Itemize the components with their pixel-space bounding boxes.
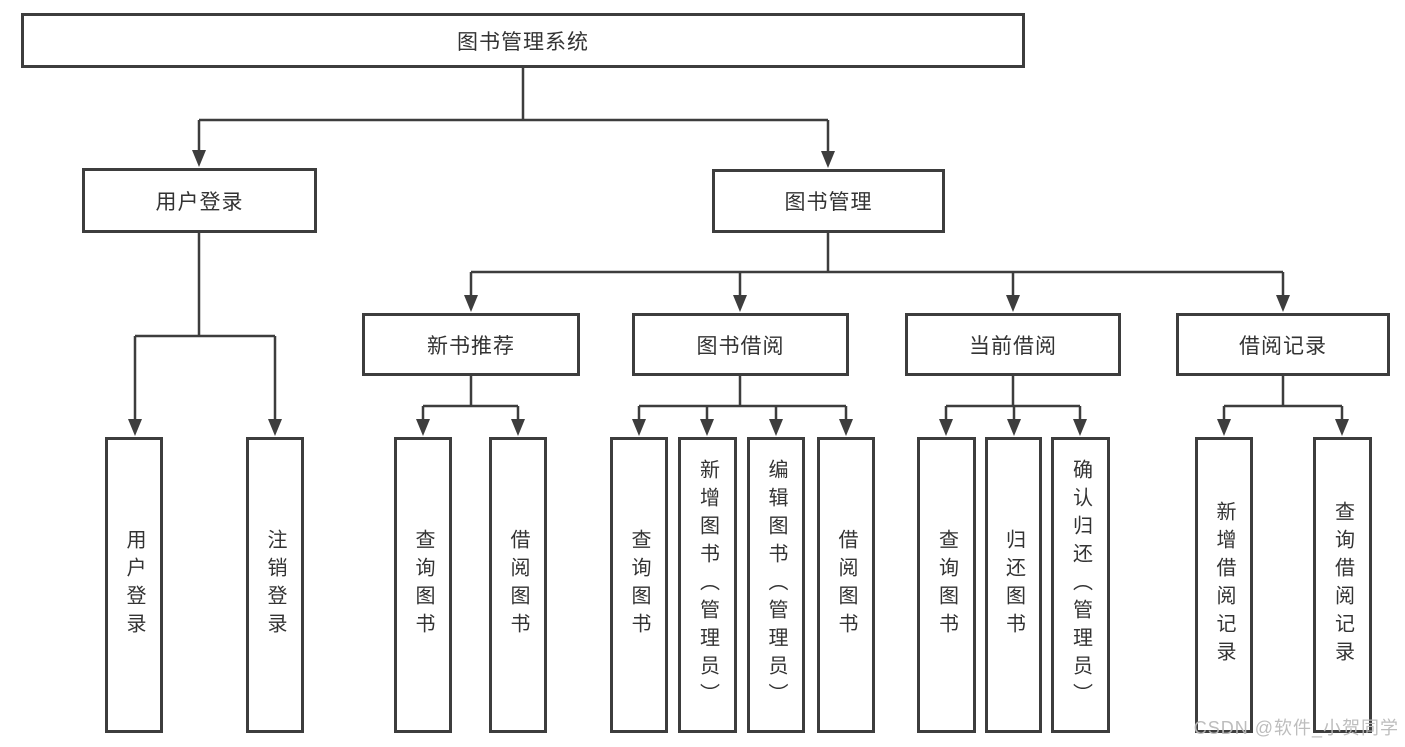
arrow-down-icon bbox=[192, 150, 206, 167]
arrow-down-icon bbox=[700, 419, 714, 436]
node-label: 图书借阅 bbox=[696, 334, 785, 358]
node-label: 用户登录 bbox=[123, 529, 145, 641]
leaf-borrow-books-borrowing: 借阅图书 bbox=[817, 437, 875, 733]
node-label: 新书推荐 bbox=[427, 334, 515, 358]
leaf-query-borrow-record: 查询借阅记录 bbox=[1313, 437, 1372, 733]
arrow-down-icon bbox=[632, 419, 646, 436]
node-label: 编辑图书（管理员） bbox=[765, 459, 787, 711]
arrow-down-icon bbox=[416, 419, 430, 436]
arrow-down-icon bbox=[1335, 419, 1349, 436]
leaf-return-books: 归还图书 bbox=[985, 437, 1042, 733]
arrow-down-icon bbox=[128, 419, 142, 436]
node-label: 用户登录 bbox=[155, 190, 244, 214]
leaf-logout: 注销登录 bbox=[246, 437, 304, 733]
arrow-down-icon bbox=[1073, 419, 1087, 436]
watermark: CSDN @软件_小贺同学 bbox=[1193, 718, 1399, 738]
node-library-management-system: 图书管理系统 bbox=[21, 13, 1025, 68]
node-label: 确认归还（管理员） bbox=[1069, 459, 1092, 711]
node-new-book-recommendation: 新书推荐 bbox=[362, 313, 580, 376]
node-label: 归还图书 bbox=[1002, 529, 1025, 641]
node-label: 查询图书 bbox=[628, 529, 650, 641]
leaf-edit-books-admin: 编辑图书（管理员） bbox=[747, 437, 805, 733]
arrow-down-icon bbox=[1007, 419, 1021, 436]
node-label: 图书管理 bbox=[784, 191, 873, 214]
node-label: 查询图书 bbox=[412, 529, 434, 641]
arrow-down-icon bbox=[268, 419, 282, 436]
leaf-query-books-current: 查询图书 bbox=[917, 437, 976, 733]
node-label: 借阅图书 bbox=[835, 529, 857, 641]
leaf-query-books-borrowing: 查询图书 bbox=[610, 437, 668, 733]
node-label: 借阅记录 bbox=[1239, 334, 1327, 358]
node-label: 新增借阅记录 bbox=[1213, 501, 1235, 669]
arrow-down-icon bbox=[769, 419, 783, 436]
leaf-add-borrow-record: 新增借阅记录 bbox=[1195, 437, 1253, 733]
arrow-down-icon bbox=[839, 419, 853, 436]
node-label: 借阅图书 bbox=[507, 529, 529, 641]
node-book-borrowing: 图书借阅 bbox=[632, 313, 849, 376]
arrow-down-icon bbox=[939, 419, 953, 436]
arrow-down-icon bbox=[1217, 419, 1231, 436]
node-borrowing-records: 借阅记录 bbox=[1176, 313, 1390, 376]
node-label: 图书管理系统 bbox=[457, 30, 589, 54]
arrow-down-icon bbox=[1276, 295, 1290, 312]
node-label: 当前借阅 bbox=[969, 334, 1057, 358]
node-user-login: 用户登录 bbox=[82, 168, 317, 233]
leaf-query-books-recommend: 查询图书 bbox=[394, 437, 452, 733]
node-book-management: 图书管理 bbox=[712, 169, 945, 233]
node-label: 新增图书（管理员） bbox=[696, 459, 719, 711]
leaf-confirm-return-admin: 确认归还（管理员） bbox=[1051, 437, 1110, 733]
arrow-down-icon bbox=[1006, 295, 1020, 312]
arrow-down-icon bbox=[511, 419, 525, 436]
leaf-add-books-admin: 新增图书（管理员） bbox=[678, 437, 737, 733]
node-label: 注销登录 bbox=[264, 529, 286, 641]
arrow-down-icon bbox=[733, 295, 747, 312]
node-current-borrowing: 当前借阅 bbox=[905, 313, 1121, 376]
arrow-down-icon bbox=[464, 295, 478, 312]
node-label: 查询借阅记录 bbox=[1331, 501, 1354, 669]
leaf-borrow-books-recommend: 借阅图书 bbox=[489, 437, 547, 733]
node-label: 查询图书 bbox=[935, 529, 958, 641]
arrow-down-icon bbox=[821, 151, 835, 168]
leaf-user-login: 用户登录 bbox=[105, 437, 163, 733]
